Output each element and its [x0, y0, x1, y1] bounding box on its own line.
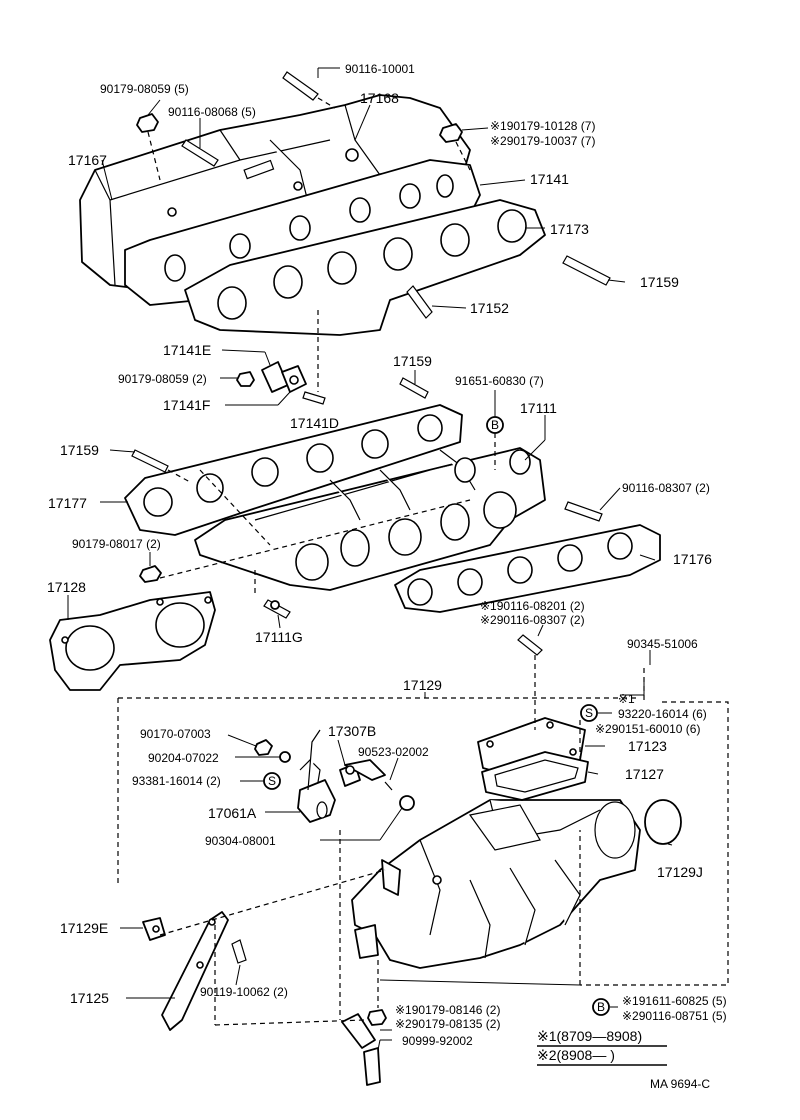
nut-90179-08059-2 [236, 371, 255, 387]
stud-90116-08201 [517, 634, 543, 656]
label-17127: 17127 [625, 766, 664, 782]
label-17173: 17173 [550, 221, 589, 237]
label-17176: 17176 [673, 551, 712, 567]
small-parts-lower [254, 739, 415, 811]
label-90116-08751-5: ※290116-08751 (5) [622, 1009, 727, 1023]
label-17129: 17129 [403, 677, 442, 693]
nut-90179-10128 [439, 123, 471, 171]
label-17177: 17177 [48, 495, 87, 511]
label-17159-c: 17159 [60, 442, 99, 458]
gasket-17141F [281, 365, 307, 393]
label-17141F: 17141F [163, 397, 210, 413]
label-93220-16014-6: 93220-16014 (6) [618, 707, 707, 721]
label-17061A: 17061A [208, 805, 257, 821]
nut-90179-08059 [136, 113, 161, 181]
label-17129E: 17129E [60, 920, 108, 936]
label-91651-60830-7: 91651-60830 (7) [455, 374, 544, 388]
svg-text:B: B [491, 418, 499, 432]
part-labels: 90179-08059 (5) 90116-10001 17168 90116-… [47, 62, 727, 1048]
stay-17125 [161, 911, 229, 1031]
marker-s-1: S [580, 704, 598, 722]
label-90119-10062-2: 90119-10062 (2) [200, 985, 288, 999]
hose-90999-92002 [341, 1013, 381, 1086]
label-90116-08068-5: 90116-08068 (5) [168, 105, 256, 119]
gasket-17128 [49, 591, 216, 691]
label-90345-51006: 90345-51006 [627, 637, 698, 651]
vsv-17061A [297, 729, 361, 823]
stud-17159-c [131, 449, 191, 483]
label-17128: 17128 [47, 579, 86, 595]
label-17159-b: 17159 [393, 353, 432, 369]
manifold-flange-17141 [124, 159, 481, 306]
gasket-17173 [184, 199, 546, 336]
label-17123: 17123 [628, 738, 667, 754]
label-90179-08059-2: 90179-08059 (2) [118, 372, 207, 386]
stud-90116-08307 [564, 501, 603, 522]
label-90304-08001: 90304-08001 [205, 834, 276, 848]
leader-lines [67, 67, 673, 1051]
label-90523-02002: 90523-02002 [358, 745, 429, 759]
label-17111G: 17111G [255, 629, 303, 645]
stud-17159-a [562, 255, 611, 286]
stud-17141D [302, 310, 326, 405]
air-intake-chamber-17129 [351, 799, 641, 969]
assembly-box-17129 [117, 697, 729, 986]
marker-s-2: S [263, 772, 281, 790]
nut-90179-08146 [367, 1009, 387, 1026]
joint-17129E [142, 917, 166, 941]
label-17141: 17141 [530, 171, 569, 187]
bolt-90119-10062 [231, 939, 247, 964]
label-90179-08017-2: 90179-08017 (2) [72, 537, 161, 551]
label-90204-07022: 90204-07022 [148, 751, 219, 765]
label-17141D: 17141D [290, 415, 339, 431]
svg-text:S: S [268, 774, 276, 788]
gasket-17177 [124, 404, 463, 536]
intake-manifold-17111 [194, 447, 546, 591]
label-90170-07003: 90170-07003 [140, 727, 211, 741]
gasket-17176 [394, 524, 661, 613]
label-90999-92002: 90999-92002 [402, 1034, 473, 1048]
label-91611-60825-5: ※191611-60825 (5) [622, 994, 727, 1008]
legend: ※1(8709—8908) ※2(8908— ) [537, 1028, 667, 1066]
label-17125: 17125 [70, 990, 109, 1006]
label-90179-08135-2: ※290179-08135 (2) [395, 1017, 500, 1031]
gasket-17127 [481, 751, 589, 801]
label-90151-60010-6: ※290151-60010 (6) [595, 722, 700, 736]
label-90179-08059-5: 90179-08059 (5) [100, 82, 189, 96]
legend-row-2: ※2(8908— ) [537, 1047, 615, 1063]
label-90179-10037-7: ※290179-10037 (7) [490, 134, 595, 148]
stud-90116-08068 [181, 139, 219, 167]
cap-17129J [644, 799, 682, 845]
label-93381-16014-2: 93381-16014 (2) [132, 774, 221, 788]
label-90116-10001: 90116-10001 [345, 62, 415, 76]
label-90179-08146-2: ※190179-08146 (2) [395, 1003, 500, 1017]
label-90116-08307-2: 90116-08307 (2) [622, 481, 710, 495]
nut-90179-08017 [139, 565, 162, 583]
label-17129J: 17129J [657, 864, 703, 880]
label-17159-a: 17159 [640, 274, 679, 290]
label-17141E: 17141E [163, 342, 211, 358]
stud-17152 [406, 285, 433, 319]
label-17168: 17168 [360, 90, 399, 106]
figure-code: MA 9694-C [650, 1077, 710, 1091]
label-17167: 17167 [68, 152, 107, 168]
label-90116-08201-2: ※190116-08201 (2) [480, 599, 585, 613]
svg-text:B: B [597, 1000, 605, 1014]
stud-17159-b [399, 377, 429, 399]
label-17307B: 17307B [328, 723, 376, 739]
label-90179-10128-7: ※190179-10128 (7) [490, 119, 595, 133]
sensor-17111G [263, 599, 291, 619]
label-90116-08307-2b: ※290116-08307 (2) [480, 613, 585, 627]
label-17111: 17111 [520, 400, 557, 416]
svg-text:S: S [585, 706, 593, 720]
marker-b-bottom: B [592, 998, 610, 1016]
bracket-17307B [344, 759, 386, 781]
label-star1: ※1 [618, 692, 635, 706]
label-17152: 17152 [470, 300, 509, 316]
legend-row-1: ※1(8709—8908) [537, 1028, 642, 1044]
stud-90116-10001 [282, 71, 336, 109]
